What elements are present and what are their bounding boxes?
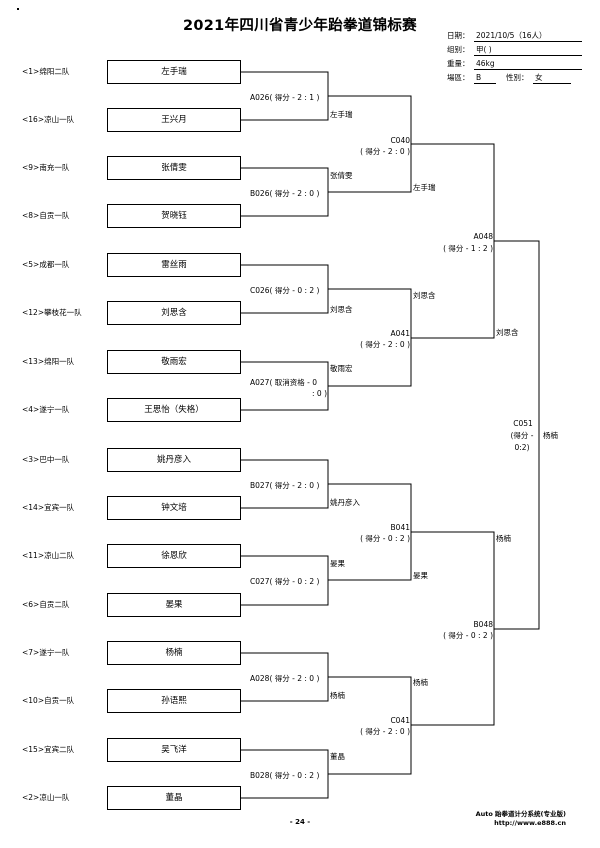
match-winner: 杨楠 — [413, 678, 428, 687]
match-id: B041 — [390, 523, 410, 532]
champion-name: 杨楠 — [543, 431, 558, 440]
player-name-box: 徐恩欣 — [107, 544, 241, 568]
player-name-box: 贺晓钰 — [107, 204, 241, 228]
final-line — [494, 240, 540, 630]
match-score: A026( 得分 - 2 : 1 ) — [250, 93, 320, 102]
match-winner: 姚丹彦入 — [330, 498, 360, 507]
match-winner: 刘思含 — [496, 328, 519, 337]
match-score: ( 得分 - 2 : 0 ) — [360, 340, 410, 349]
player-name-box: 张倩雯 — [107, 156, 241, 180]
match-winner: 杨楠 — [496, 534, 511, 543]
page-title: 2021年四川省青少年跆拳道锦标赛 — [183, 18, 417, 34]
team-label: <8>自贡一队 — [22, 211, 70, 220]
team-label: <10>自贡一队 — [22, 696, 75, 705]
team-label: <7>遂宁一队 — [22, 648, 70, 657]
match-score: B027( 得分 - 2 : 0 ) — [250, 481, 320, 490]
match-score: ( 得分 - 0 : 2 ) — [443, 631, 493, 640]
player-name-box: 杨楠 — [107, 641, 241, 665]
match-winner: 晏果 — [413, 571, 428, 580]
team-label: <9>南充一队 — [22, 163, 70, 172]
match-score: ( 得分 - 2 : 0 ) — [360, 727, 410, 736]
player-name-box: 王思怡（失格） — [107, 398, 241, 422]
match-id: A048 — [473, 232, 493, 241]
team-label: <6>自贡二队 — [22, 600, 70, 609]
match-score: ( 得分 - 0 : 2 ) — [360, 534, 410, 543]
team-label: <12>攀枝花一队 — [22, 308, 82, 317]
player-name-box: 钟文培 — [107, 496, 241, 520]
footer-system: Auto 跆拳道计分系统(专业版) — [475, 810, 566, 818]
match-winner: 刘思含 — [413, 291, 436, 300]
match-winner: 左手瑞 — [413, 183, 436, 192]
gender-label: 性別： — [506, 73, 529, 82]
match-id: C041 — [390, 716, 410, 725]
player-name-box: 董晶 — [107, 786, 241, 810]
page-number: - 24 - — [289, 818, 311, 826]
group-label: 组别： — [447, 45, 470, 54]
match-score: A028( 得分 - 2 : 0 ) — [250, 674, 320, 683]
match-score: B028( 得分 - 0 : 2 ) — [250, 771, 320, 780]
footer-url: http://www.e888.cn — [494, 819, 566, 827]
match-winner: 左手瑞 — [330, 110, 353, 119]
court-label: 場區： — [447, 73, 470, 82]
match-id: A041 — [390, 329, 410, 338]
team-label: <16>凉山一队 — [22, 115, 75, 124]
corner-dot — [17, 8, 19, 10]
team-label: <2>凉山一队 — [22, 793, 70, 802]
info-group: 组别： 甲( ) — [447, 45, 582, 56]
player-name-box: 王兴月 — [107, 108, 241, 132]
team-label: <5>成都一队 — [22, 260, 70, 269]
team-label: <3>巴中一队 — [22, 455, 70, 464]
match-winner: 杨楠 — [330, 691, 345, 700]
match-winner: 敬雨宏 — [330, 364, 353, 373]
match-score: C027( 得分 - 0 : 2 ) — [250, 577, 320, 586]
match-winner: 晏果 — [330, 559, 345, 568]
team-label: <11>凉山二队 — [22, 551, 75, 560]
match-id: C040 — [390, 136, 410, 145]
date-value: 2021/10/5（16人） — [474, 31, 582, 42]
weight-label: 重量： — [447, 59, 470, 68]
player-name-box: 姚丹彦入 — [107, 448, 241, 472]
match-score: C026( 得分 - 0 : 2 ) — [250, 286, 320, 295]
match-score: ( 得分 - 1 : 2 ) — [443, 244, 493, 253]
player-name-box: 吴飞洋 — [107, 738, 241, 762]
team-label: <1>绵阳二队 — [22, 67, 70, 76]
player-name-box: 敬雨宏 — [107, 350, 241, 374]
info-date: 日期： 2021/10/5（16人） — [447, 31, 582, 42]
match-score-cont: : 0 ) — [312, 389, 327, 398]
info-weight: 重量： 46kg — [447, 59, 582, 70]
team-label: <13>绵阳一队 — [22, 357, 75, 366]
team-label: <14>宜宾一队 — [22, 503, 75, 512]
team-label: <15>宜宾二队 — [22, 745, 75, 754]
date-label: 日期： — [447, 31, 470, 40]
final-match-id: C051 — [513, 419, 533, 428]
match-winner: 刘思含 — [330, 305, 353, 314]
player-name-box: 雷丝雨 — [107, 253, 241, 277]
player-name-box: 晏果 — [107, 593, 241, 617]
weight-value: 46kg — [474, 59, 582, 70]
match-winner: 张倩雯 — [330, 171, 353, 180]
group-value: 甲( ) — [474, 45, 582, 56]
gender-value: 女 — [533, 73, 571, 84]
match-score: B026( 得分 - 2 : 0 ) — [250, 189, 320, 198]
team-label: <4>遂宁一队 — [22, 405, 70, 414]
match-id: B048 — [473, 620, 493, 629]
player-name-box: 刘思含 — [107, 301, 241, 325]
player-name-box: 左手瑞 — [107, 60, 241, 84]
court-value: B — [474, 73, 496, 84]
info-court: 場區： B 性別： 女 — [447, 73, 579, 84]
match-score: ( 得分 - 2 : 0 ) — [360, 147, 410, 156]
match-winner: 董晶 — [330, 752, 345, 761]
match-score: A027( 取消资格 - 0 — [250, 378, 318, 387]
final-score-line1: (得分 - — [510, 431, 534, 440]
player-name-box: 孙语熙 — [107, 689, 241, 713]
final-score-line2: 0:2) — [514, 443, 530, 452]
